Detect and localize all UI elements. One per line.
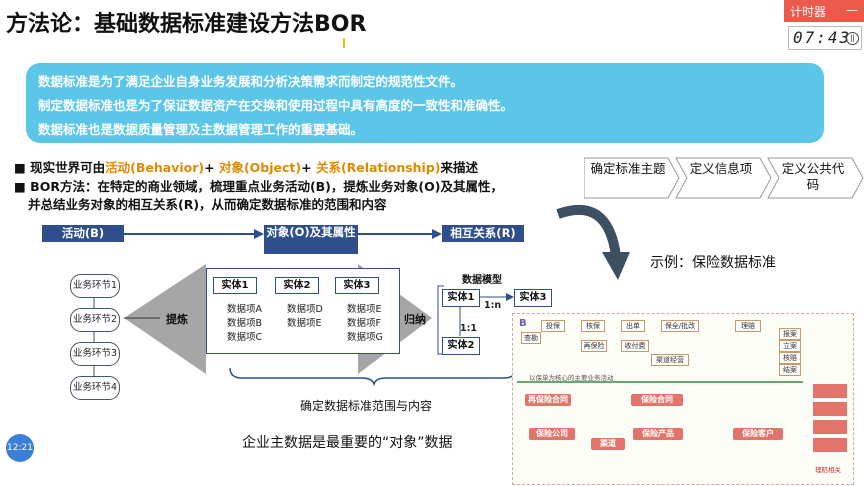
intro-line-1: 数据标准是为了满足企业自身业务发展和分析决策需求而制定的规范性文件。 [38,74,464,89]
object-bar: 对象(O)及其属性 [264,225,358,254]
entity-1-head: 实体1 [213,277,257,294]
text-cursor [343,38,345,48]
model-entity-3: 实体3 [514,289,552,307]
relation-11: 1:1 [460,323,478,334]
entity-1-attr-c: 数据项C [227,332,263,343]
thumb-divider [517,381,803,383]
model-entity-1: 实体1 [442,289,480,307]
thumb-b-label: B [519,318,527,329]
activity-bar: 活动(B) [42,225,124,242]
thumb-flow-3: 出单 [621,320,645,332]
entities-container: 实体1 数据项A 数据项B 数据项C 实体2 数据项D 数据项E 实体3 数据项… [206,268,400,354]
timer-widget[interactable]: 计时器 — 07:43 || [784,0,864,66]
insurance-model-thumbnail[interactable]: B 投保 核保 出单 保全/批改 理赔 查勘 再保险 收付费 渠道经营 报案 立… [512,313,854,485]
thumb-side-3 [813,420,847,434]
summarize-label: 归纳 [404,313,426,326]
model-entity-2: 实体2 [442,337,480,355]
thumb-subject-2: 保险合同 [631,394,683,406]
timer-label: 计时器 [790,5,827,19]
thumb-sub-2: 再保险 [581,340,607,352]
pause-icon[interactable]: || [846,32,859,45]
page-title: 方法论：基础数据标准建设方法BOR [6,12,367,37]
entity-3-attr-f: 数据项F [347,318,381,329]
process-node-1: 业务环节1 [70,274,120,298]
bullet-prefix: ■ 现实世界可由 [14,160,106,175]
thumb-subject-4: 保险产品 [633,428,683,440]
thumb-subject-3: 保险公司 [529,428,575,440]
thumb-side-1 [813,384,847,398]
thumb-flow-4: 保全/批改 [661,320,699,332]
relation-term: 关系(Relationship) [315,160,441,175]
plus-sign: + [301,160,316,175]
steps-outline [584,157,864,199]
entity-3-attr-e: 数据项E [347,304,382,315]
thumb-side-4 [813,438,847,452]
thumb-subject-6: 渠道 [591,438,625,450]
thumb-flow-5: 理赔 [735,320,761,332]
master-data-caption: 企业主数据是最重要的“对象”数据 [242,435,453,451]
entity-1-attr-b: 数据项B [227,318,263,329]
bullet-bor-method-line-1: ■ BOR方法：在特定的商业领域，梳理重点业务活动(B)，提炼业务对象(O)及其… [14,179,503,194]
intro-line-3: 数据标准也是数据质量管理及主数据管理工作的重要基础。 [38,122,364,137]
timer-time: 07:43 [793,28,852,47]
process-node-4: 业务环节4 [70,376,120,400]
thumb-right-3: 核赔 [779,352,801,364]
thumb-subject-5: 保险客户 [733,428,783,440]
entity-2-attr-e: 数据项E [287,318,322,329]
clock-badge[interactable]: 12:21 [6,434,34,462]
bullet-suffix: 来描述 [440,160,479,175]
thumb-sub-4: 渠道经营 [651,354,689,366]
intro-line-2: 制定数据标准也是为了保证数据资产在交换和使用过程中具有高度的一致性和准确性。 [38,98,514,113]
thumb-right-1: 报案 [779,328,801,340]
thumb-side-label: 理赔相关 [815,466,841,474]
step-determine-subject: 确定标准主题 [590,161,666,176]
data-model-bracket [437,285,514,355]
plus-sign: + [204,160,219,175]
curved-arrow-icon [556,204,630,280]
bullet-bor-method-line-2: 并总结业务对象的相互关系(R)，从而确定数据标准的范围和内容 [28,197,387,212]
step-define-common-code: 定义公共代码 [781,161,845,192]
object-term: 对象(Object) [218,160,302,175]
step-define-info-items: 定义信息项 [689,161,753,176]
process-node-2: 业务环节2 [70,308,120,332]
relation-bar: 相互关系(R) [442,225,524,242]
entity-2-head: 实体2 [275,277,319,294]
behavior-term: 活动(Behavior) [105,160,205,175]
intro-box: 数据标准是为了满足企业自身业务发展和分析决策需求而制定的规范性文件。 制定数据标… [26,63,824,143]
data-model-title: 数据模型 [462,275,502,286]
entity-3-head: 实体3 [335,277,379,294]
thumb-bar-text: 以保单为核心的主要业务活动 [529,374,614,382]
example-label: 示例：保险数据标准 [650,255,776,271]
thumb-right-4: 结案 [779,364,801,376]
thumb-right-2: 立案 [779,340,801,352]
scope-caption: 确定数据标准范围与内容 [300,399,433,413]
timer-header[interactable]: 计时器 — [784,0,864,22]
timer-display: 07:43 || [788,26,862,50]
refine-label: 提炼 [166,313,188,326]
thumb-side-2 [813,402,847,416]
thumb-flow-1: 投保 [541,320,565,332]
minimize-icon[interactable]: — [846,3,858,17]
bor-arrow-line [124,229,442,239]
bullet-bor-description: ■ 现实世界可由活动(Behavior)+ 对象(Object)+ 关系(Rel… [14,157,478,176]
thumb-sub-1: 查勘 [521,332,541,344]
entity-2-attr-d: 数据项D [287,304,323,315]
process-node-3: 业务环节3 [70,342,120,366]
entity-1-attr-a: 数据项A [227,304,262,315]
scope-bracket [229,367,517,386]
thumb-subject-1: 再保险合同 [525,394,571,406]
thumb-sub-3: 收付费 [621,340,649,352]
thumb-flow-2: 核保 [581,320,605,332]
entity-3-attr-g: 数据项G [347,332,383,343]
relation-1n: 1:n [484,300,502,311]
